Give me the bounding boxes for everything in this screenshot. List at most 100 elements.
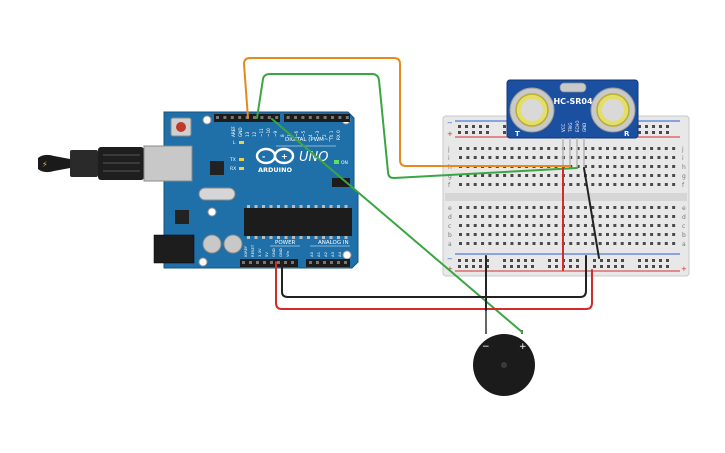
- breadboard-hole: [548, 265, 551, 268]
- breadboard-hole: [638, 131, 641, 134]
- sensor-crystal: [559, 82, 587, 93]
- breadboard-hole: [642, 233, 646, 236]
- breadboard-hole: [642, 215, 646, 218]
- breadboard-hole: [539, 156, 543, 159]
- breadboard-hole: [488, 215, 492, 218]
- header-pin: [308, 116, 312, 119]
- breadboard-hole: [672, 174, 676, 177]
- breadboard-hole: [547, 233, 551, 236]
- breadboard-hole: [495, 242, 499, 245]
- breadboard-hole: [583, 224, 587, 227]
- chip-pin: [262, 205, 265, 208]
- breadboard-hole: [583, 147, 587, 150]
- breadboard-hole: [481, 183, 485, 186]
- chip-pin: [284, 236, 288, 239]
- breadboard-hole: [657, 174, 661, 177]
- row-letter: d: [682, 214, 686, 221]
- breadboard-hole: [628, 174, 632, 177]
- breadboard-hole: [576, 259, 579, 262]
- wire-black-gnd[interactable]: [281, 255, 587, 298]
- chip-pin: [337, 205, 340, 208]
- breadboard-hole: [472, 131, 475, 134]
- breadboard-hole: [488, 174, 492, 177]
- breadboard-hole: [576, 147, 580, 150]
- led-rx-label: RX: [230, 166, 236, 172]
- chip-pin: [269, 236, 273, 239]
- breadboard-hole: [481, 156, 485, 159]
- breadboard-hole: [473, 156, 477, 159]
- breadboard-hole: [481, 242, 485, 245]
- wire-orange-trig[interactable]: [243, 57, 571, 167]
- wire-green-echo[interactable]: [256, 73, 578, 179]
- breadboard-hole: [524, 265, 527, 268]
- breadboard-hole: [510, 183, 514, 186]
- breadboard-hole: [532, 206, 536, 209]
- breadboard-hole: [664, 206, 668, 209]
- pin-aref-label: AREF: [231, 126, 236, 137]
- breadboard-hole: [466, 174, 470, 177]
- breadboard-hole: [657, 224, 661, 227]
- breadboard-hole: [635, 183, 639, 186]
- wire-black-sensor-gnd[interactable]: [583, 167, 600, 259]
- pin-vin-label: Vin: [285, 250, 290, 257]
- top-rail-plus-label: +: [447, 130, 453, 138]
- breadboard-hole: [583, 233, 587, 236]
- breadboard-hole: [473, 206, 477, 209]
- breadboard-hole: [650, 242, 654, 245]
- row-letter: d: [448, 214, 452, 221]
- breadboard-hole: [598, 156, 602, 159]
- pin-9-label: ~9: [273, 130, 278, 137]
- bottom-rail-minus-label: −: [447, 255, 453, 263]
- chip-pin: [314, 236, 318, 239]
- breadboard-hole: [606, 174, 609, 177]
- sensor-pin-gnd-label: GND: [582, 123, 587, 132]
- breadboard-hole: [532, 147, 536, 150]
- buzzer-minus-label: −: [482, 342, 490, 352]
- breadboard-hole: [664, 242, 668, 245]
- breadboard-hole: [503, 147, 507, 150]
- sensor-pins: [562, 138, 585, 168]
- breadboard-hole: [481, 224, 485, 227]
- sensor-model-label: HC-SR04: [553, 97, 593, 106]
- pin-12-label: 12: [252, 131, 257, 137]
- breadboard-hole: [650, 174, 654, 177]
- breadboard-hole: [650, 156, 654, 159]
- breadboard-hole: [459, 183, 462, 186]
- breadboard-hole: [554, 147, 558, 150]
- breadboard-hole: [628, 215, 632, 218]
- row-letter: f: [682, 182, 685, 189]
- breadboard-hole: [635, 156, 639, 159]
- breadboard-hole: [635, 206, 639, 209]
- breadboard-hole: [525, 242, 529, 245]
- breadboard-hole: [598, 206, 602, 209]
- pin-a3-label: A3: [330, 251, 335, 257]
- breadboard-hole: [620, 215, 624, 218]
- breadboard-hole: [532, 174, 536, 177]
- breadboard-hole: [607, 265, 610, 268]
- breadboard-hole: [569, 259, 572, 262]
- header-pin: [270, 261, 273, 264]
- breadboard-hole: [652, 125, 655, 128]
- breadboard-hole: [517, 183, 521, 186]
- chip-pin: [307, 236, 310, 239]
- breadboard-hole: [517, 224, 521, 227]
- arduino-logo-minus: -: [262, 152, 265, 161]
- breadboard-hole: [466, 224, 470, 227]
- breadboard-hole: [539, 242, 543, 245]
- wire-red-5v[interactable]: [275, 261, 593, 310]
- pin-4-label: 4: [308, 134, 313, 137]
- breadboard-hole: [554, 215, 558, 218]
- breadboard-hole: [539, 206, 543, 209]
- breadboard-hole: [591, 183, 595, 186]
- breadboard-hole: [473, 147, 477, 150]
- breadboard-hole: [657, 233, 661, 236]
- breadboard-hole: [583, 183, 587, 186]
- on-led-label: ON: [341, 160, 348, 166]
- chip-pin: [277, 205, 280, 208]
- usb-symbol-icon: ⚡: [42, 160, 48, 169]
- breadboard-hole: [459, 215, 462, 218]
- breadboard-hole: [488, 233, 492, 236]
- arduino-logo-plus: +: [281, 152, 288, 161]
- breadboard-hole: [539, 147, 543, 150]
- row-letter: c: [682, 223, 685, 230]
